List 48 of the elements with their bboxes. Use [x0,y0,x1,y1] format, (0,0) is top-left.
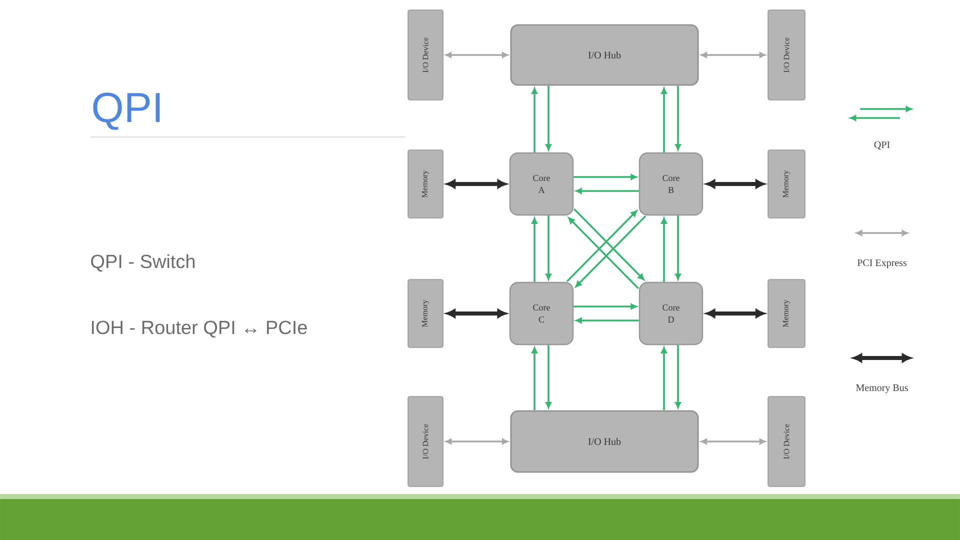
module-box: I/O Device [768,396,806,487]
module-box: Memory [408,150,444,218]
double-arrow [446,180,506,188]
double-arrow [445,438,508,444]
core-box: Core C [509,282,574,346]
module-box: I/O Device [408,10,444,100]
arrow [661,347,667,410]
title: QPI [93,92,160,130]
arrow [574,174,637,180]
module-box: I/O Device [408,396,444,487]
core-box: Core D [638,282,704,346]
arrow [675,86,681,150]
hub-box: I/O Hub [510,24,699,86]
arrow [574,208,644,280]
arrow [576,318,639,324]
legend-label: PCI Express [857,259,906,268]
core-box: Core B [638,152,704,216]
core-box: Core A [509,152,574,216]
arrow [568,217,639,290]
double-arrow [445,52,508,58]
double-arrow [700,52,766,58]
legend-label: Memory Bus [856,384,908,394]
double-arrow [706,180,765,188]
module-box: Memory [408,279,444,348]
module-box: Memory [768,150,806,218]
arrow [546,345,552,408]
legend-label: QPI [874,141,890,150]
double-arrow [700,438,766,444]
arrow [532,218,538,282]
arrow [675,216,681,280]
arrow [566,210,638,282]
body-text: IOH - Router QPI ↔ PCIe [92,320,307,338]
arrow [661,218,667,282]
module-box: Memory [768,279,806,348]
double-arrow [446,309,506,318]
arrow [574,304,637,310]
hub-box: I/O Hub [510,410,699,473]
body-text: QPI - Switch [91,254,195,272]
arrow [532,88,538,152]
arrow [661,88,667,152]
arrow [532,347,538,410]
arrow [675,345,681,408]
arrow [546,216,552,280]
arrow [546,86,552,150]
arrow [576,188,639,194]
double-arrow [706,309,765,318]
arrow [575,216,646,288]
module-box: I/O Device [768,10,806,100]
